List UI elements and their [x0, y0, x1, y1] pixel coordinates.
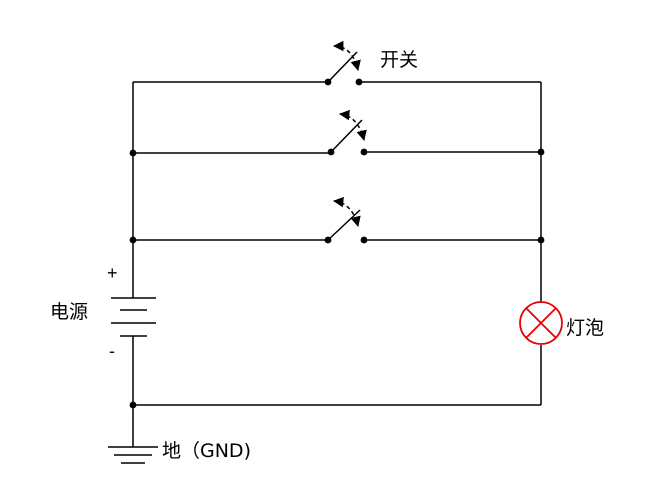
junction-left-mid — [129, 149, 137, 157]
switch-1[interactable] — [324, 40, 363, 86]
junction-left-low — [129, 236, 137, 244]
lamp-icon — [519, 301, 563, 345]
ground-label: 地（GND) — [162, 440, 251, 462]
switch-1-right-terminal — [355, 78, 363, 86]
switch-2-left-terminal — [327, 148, 335, 156]
junction-right-mid — [537, 148, 545, 156]
switch-1-left-terminal — [324, 78, 332, 86]
switch-2-right-terminal — [360, 148, 368, 156]
junctions — [129, 148, 545, 409]
switch-icon — [327, 196, 361, 241]
junction-bottom-left — [129, 401, 137, 409]
switch-icon — [327, 40, 361, 83]
switch-icon — [330, 109, 367, 153]
right-rail — [359, 81, 542, 405]
switch-label: 开关 — [380, 49, 418, 71]
positive-terminal-label: + — [107, 263, 118, 283]
left-rail — [132, 81, 331, 298]
switch-3-right-terminal — [360, 236, 368, 244]
bulb-label: 灯泡 — [566, 317, 604, 339]
ground-icon — [108, 446, 158, 464]
power-label: 电源 — [50, 301, 88, 323]
junction-right-low — [537, 236, 545, 244]
battery-icon — [111, 297, 156, 337]
negative-terminal-label: - — [109, 341, 115, 361]
switch-3[interactable] — [324, 196, 368, 244]
switch-2[interactable] — [327, 109, 368, 156]
bottom-wire — [132, 336, 541, 447]
switch-3-left-terminal — [324, 236, 332, 244]
